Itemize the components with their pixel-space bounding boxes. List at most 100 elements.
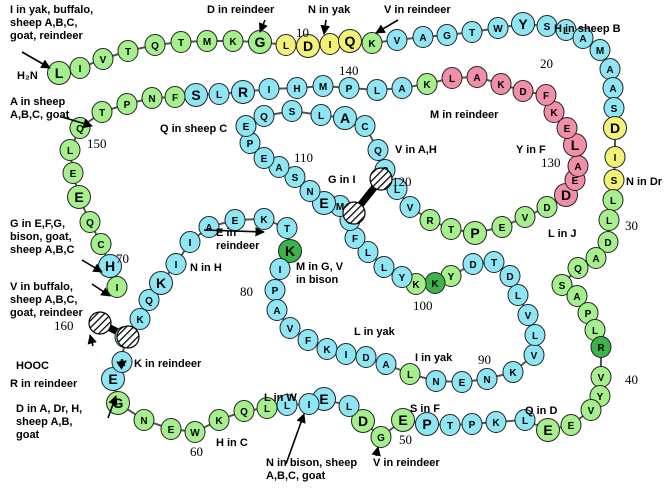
residue-43: V [580, 399, 602, 421]
residue-circle [485, 411, 507, 433]
residue-circle [164, 86, 186, 108]
residue-40: R [590, 336, 612, 358]
residue-110: S [284, 166, 306, 188]
residue-circle [512, 80, 534, 102]
residue-letter: P [422, 416, 431, 432]
residue-circle [312, 75, 334, 97]
residue-26: A [602, 77, 624, 99]
residue-circle [461, 21, 483, 43]
residue-letter: E [74, 189, 83, 205]
residue-circle [514, 409, 536, 431]
residue-141: K [416, 73, 438, 95]
residue-letter: L [216, 90, 222, 101]
annotation-i-in-yak-small: I in yak [415, 352, 453, 364]
residue-circle [361, 32, 383, 54]
residue-89: E [451, 371, 473, 393]
residue-letter: F [172, 93, 178, 104]
residue-47: K [485, 411, 507, 433]
residue-23: A [572, 27, 594, 49]
residue-letter: L [394, 185, 400, 196]
residue-61: W [184, 421, 206, 443]
residue-letter: L [563, 26, 569, 37]
residue-letter: F [543, 91, 549, 102]
residue-circle [399, 363, 421, 385]
residue-letter: V [287, 324, 294, 335]
residue-circle [298, 393, 320, 415]
residue-60: K [208, 409, 230, 431]
residue-circle [92, 48, 114, 70]
residue-letter: A [382, 360, 389, 371]
residue-letter: Q [86, 218, 94, 229]
residue-circle [367, 139, 389, 161]
residue-circle [580, 399, 602, 421]
residue-118: A [333, 106, 357, 130]
residue-letter: L [381, 263, 387, 274]
residue-letter: I [329, 40, 332, 51]
residue-letter: M [596, 46, 604, 57]
residue-circle [258, 78, 280, 100]
residue-123: V [399, 196, 421, 218]
residue-8: K [222, 30, 244, 52]
residue-circle [338, 77, 360, 99]
residue-circle [196, 30, 218, 52]
residue-150: S [184, 83, 208, 107]
residue-letter: V [394, 36, 401, 47]
residue-158: E [67, 185, 91, 209]
residue-letter: S [544, 22, 551, 33]
residue-circle [502, 361, 524, 383]
residue-circle [412, 26, 434, 48]
residue-letter: L [532, 331, 538, 342]
residue-letter: K [156, 275, 166, 291]
annotation-v-in-buffalo: V in buffalo,sheep A,B,C,goat, reindeer [10, 281, 83, 319]
residue-161: H [98, 254, 122, 278]
residue-letter: A [398, 84, 405, 95]
residue-circle [419, 209, 441, 231]
residue-letter: E [319, 391, 328, 407]
annotation-arrow-8 [87, 334, 97, 347]
residue-letter: K [323, 345, 331, 356]
residue-letter: T [448, 225, 454, 236]
residue-154: T [91, 101, 113, 123]
residue-148: R [231, 80, 255, 104]
residue-63: N [133, 409, 155, 431]
annotation-arrow-1 [21, 51, 51, 69]
residue-letter: I [189, 238, 192, 249]
residue-circle [116, 93, 138, 115]
residue-circle [208, 83, 230, 105]
residue-letter: Q [374, 146, 382, 157]
annotation-arrow-5 [61, 116, 93, 129]
residue-circle [391, 77, 413, 99]
residue-circle [269, 258, 291, 280]
annotation-arrow-3 [320, 19, 330, 35]
residue-letter: A [609, 84, 616, 95]
residue-letter: D [358, 413, 368, 429]
c-terminus-label: HOOC [16, 360, 49, 372]
residue-letter: A [419, 33, 426, 44]
residue-circle [117, 40, 139, 62]
residue-circle [590, 336, 612, 358]
residue-letter: S [289, 107, 296, 118]
annotation-d-in-reindeer-top: D in reindeer [207, 4, 275, 16]
annotation-l-in-w: L in W [264, 392, 297, 404]
residue-circle [598, 209, 620, 231]
residue-20: Y [511, 12, 535, 36]
residue-letter: V [531, 351, 538, 362]
residue-letter: L [284, 401, 290, 412]
residue-circle [179, 231, 201, 253]
residue-circle [490, 73, 512, 95]
annotation-arrow-11 [285, 413, 306, 465]
annotation-r-in-reindeer: R in reindeer [10, 378, 78, 390]
residue-circle [355, 346, 377, 368]
residue-circle [585, 247, 607, 269]
residue-1: L [47, 61, 71, 85]
residue-letter: F [305, 336, 311, 347]
annotation-arrow-9 [116, 360, 127, 370]
residue-circle [281, 100, 303, 122]
annotation-arrow-10 [107, 395, 118, 419]
residue-letter: Q [145, 296, 153, 307]
residue-letter: L [515, 291, 521, 302]
residue-134: E [556, 117, 578, 139]
residue-circle [517, 304, 539, 326]
residue-94: V [517, 304, 539, 326]
